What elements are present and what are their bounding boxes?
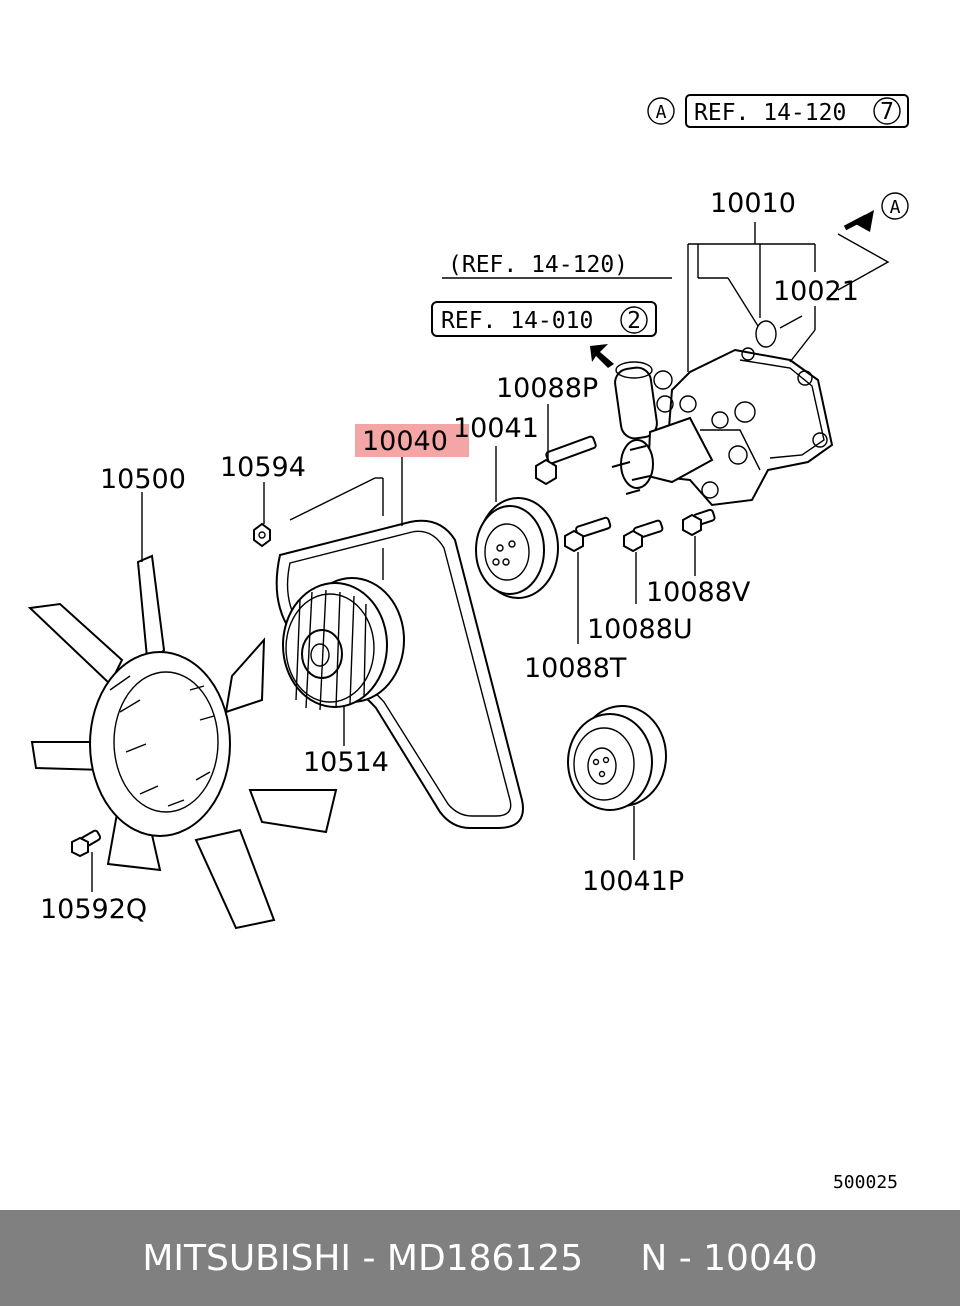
leader-lines-10040 (289, 457, 403, 580)
label-10041[interactable]: 10041 (453, 413, 539, 444)
label-10088t[interactable]: 10088T (524, 653, 627, 684)
cooling-fan-10500[interactable] (27, 492, 338, 930)
label-10088p[interactable]: 10088P (496, 373, 598, 404)
ref-top-label[interactable]: REF. 14-120 (694, 100, 846, 126)
pulley-10041[interactable] (475, 446, 559, 599)
bolt-10592q[interactable] (71, 829, 102, 892)
ref-top-circle-number: 7 (880, 99, 894, 125)
label-10592q[interactable]: 10592Q (40, 894, 147, 925)
label-10041p[interactable]: 10041P (582, 866, 684, 897)
drawing-number: 500025 (833, 1172, 898, 1193)
leader-lines-10010 (687, 222, 816, 372)
label-10040[interactable]: 10040 (362, 426, 448, 457)
marker-a-right-group: A (837, 192, 909, 291)
nut-10594[interactable] (253, 482, 271, 548)
label-10088u[interactable]: 10088U (587, 614, 693, 645)
highlight-10040 (355, 424, 469, 457)
ref-paren-label[interactable]: (REF. 14-120) (448, 252, 628, 278)
water-pump-illustration[interactable] (611, 320, 834, 507)
gasket-10021[interactable] (755, 320, 777, 348)
bolt-10088p[interactable] (535, 435, 597, 486)
label-10514[interactable]: 10514 (303, 747, 389, 778)
ref-mid-group: REF. 14-010 2 (431, 301, 657, 368)
fan-clutch-10514[interactable] (282, 577, 405, 746)
leader-lines-bolts (547, 404, 696, 644)
label-10594[interactable]: 10594 (220, 452, 306, 483)
bolt-10088t[interactable] (564, 516, 612, 553)
ref-paren-group: (REF. 14-120) (442, 252, 672, 279)
label-10500[interactable]: 10500 (100, 464, 186, 495)
pulley-10041p[interactable] (567, 705, 667, 860)
ref-mid-label[interactable]: REF. 14-010 (441, 308, 593, 334)
label-10088v[interactable]: 10088V (646, 577, 751, 608)
exploded-parts-diagram: A REF. 14-120 7 A (REF. 14-120) REF. 14-… (27, 94, 909, 1193)
marker-a-top: A (656, 102, 667, 123)
marker-a-right: A (890, 197, 901, 218)
footer-part-info: MITSUBISHI - MD186125 N - 10040 (142, 1237, 818, 1279)
bolt-10088v[interactable] (682, 508, 716, 537)
bolt-10088u[interactable] (623, 519, 664, 553)
ref-mid-circle-number: 2 (627, 308, 641, 334)
label-10021[interactable]: 10021 (773, 276, 859, 307)
label-10010[interactable]: 10010 (710, 188, 796, 219)
ref-top-group: A REF. 14-120 7 (647, 94, 909, 128)
footer-bar: MITSUBISHI - MD186125 N - 10040 (0, 1210, 960, 1306)
